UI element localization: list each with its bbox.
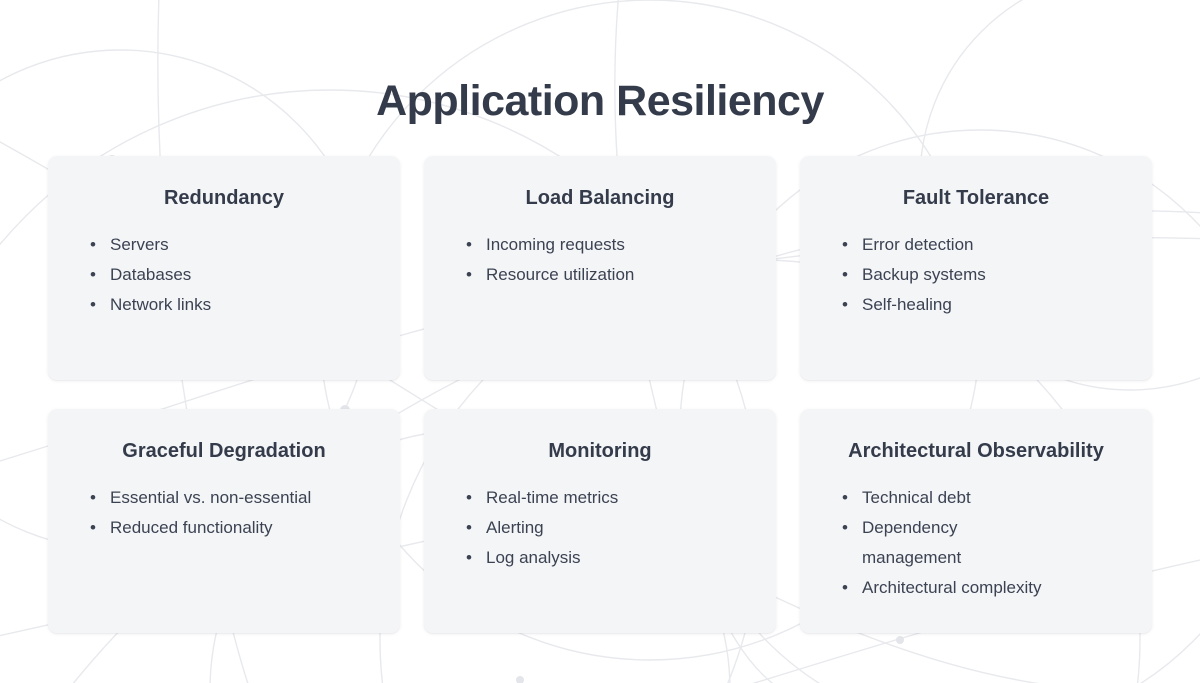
bullet-icon: •	[842, 578, 848, 597]
bullet-icon: •	[90, 295, 96, 314]
list-item-label: Log analysis	[486, 548, 581, 567]
card-fault-tolerance[interactable]: Fault Tolerance • Error detection • Backup…	[800, 156, 1152, 380]
list-item: • Network links	[90, 290, 376, 320]
bullet-icon: •	[466, 235, 472, 254]
list-item-label: Essential vs. non-essential	[110, 488, 312, 507]
bullet-icon: •	[466, 548, 472, 567]
list-item: • Databases	[90, 260, 376, 290]
card-title: Load Balancing	[525, 187, 675, 209]
list-item: • Error detection	[842, 230, 1128, 260]
list-item-label: Backup systems	[862, 265, 986, 284]
bullet-icon: •	[466, 488, 472, 507]
bullet-icon: •	[842, 488, 848, 507]
card-grid: Redundancy • Servers • Databases • Network …	[48, 156, 1152, 633]
bullet-icon: •	[90, 235, 96, 254]
list-item: • Reduced functionality	[90, 513, 376, 543]
bullet-icon: •	[466, 518, 472, 537]
card-title: Redundancy	[163, 187, 285, 209]
list-item-label: Reduced functionality	[110, 518, 273, 537]
list-item: • Log analysis	[466, 543, 752, 573]
bullet-icon: •	[842, 518, 848, 537]
list-item-label: Dependency management	[862, 518, 962, 567]
list-item-label: Incoming requests	[486, 235, 625, 254]
list-item: • Architectural complexity	[842, 573, 1128, 603]
list-item: • Self-healing	[842, 290, 1128, 320]
bullet-icon: •	[466, 265, 472, 284]
page-title: Application Resiliency	[376, 76, 824, 125]
card-title: Graceful Degradation	[122, 440, 326, 462]
list-item: • Resource utilization	[466, 260, 752, 290]
card-bullet-list: • Servers • Databases • Network links	[72, 230, 376, 320]
list-item-label: Self-healing	[862, 295, 952, 314]
card-title: Monitoring	[548, 440, 652, 462]
list-item-label: Resource utilization	[486, 265, 635, 284]
card-bullet-list: • Technical debt • Dependency management •…	[824, 483, 1128, 603]
list-item-label: Network links	[110, 295, 212, 314]
card-bullet-list: • Error detection • Backup systems • Self-h…	[824, 230, 1128, 320]
list-item-label: Technical debt	[862, 488, 971, 507]
card-graceful-degradation[interactable]: Graceful Degradation • Essential vs. non-…	[48, 409, 400, 633]
card-monitoring[interactable]: Monitoring • Real-time metrics • Alerting …	[424, 409, 776, 633]
bullet-icon: •	[842, 265, 848, 284]
bullet-icon: •	[842, 235, 848, 254]
list-item-label: Architectural complexity	[862, 578, 1042, 597]
list-item-label: Real-time metrics	[486, 488, 619, 507]
bullet-icon: •	[90, 265, 96, 284]
card-redundancy[interactable]: Redundancy • Servers • Databases • Network …	[48, 156, 400, 380]
list-item: • Dependency management	[842, 513, 1002, 573]
card-load-balancing[interactable]: Load Balancing • Incoming requests • Resou…	[424, 156, 776, 380]
bullet-icon: •	[90, 518, 96, 537]
list-item: • Backup systems	[842, 260, 1128, 290]
card-bullet-list: • Essential vs. non-essential • Reduced fu…	[72, 483, 376, 543]
list-item-label: Alerting	[486, 518, 544, 537]
list-item: • Alerting	[466, 513, 752, 543]
list-item: • Servers	[90, 230, 376, 260]
list-item-label: Error detection	[862, 235, 974, 254]
bullet-icon: •	[90, 488, 96, 507]
list-item: • Essential vs. non-essential	[90, 483, 376, 513]
list-item-label: Databases	[110, 265, 192, 284]
card-bullet-list: • Real-time metrics • Alerting • Log analys…	[448, 483, 752, 573]
bullet-icon: •	[842, 295, 848, 314]
list-item: • Incoming requests	[466, 230, 752, 260]
card-bullet-list: • Incoming requests • Resource utilization	[448, 230, 752, 290]
list-item-label: Servers	[110, 235, 169, 254]
list-item: • Technical debt	[842, 483, 1128, 513]
card-title: Fault Tolerance	[902, 187, 1050, 209]
card-architectural-observability[interactable]: Architectural Observability • Technical d…	[800, 409, 1152, 633]
card-title: Architectural Observability	[848, 440, 1104, 462]
list-item: • Real-time metrics	[466, 483, 752, 513]
